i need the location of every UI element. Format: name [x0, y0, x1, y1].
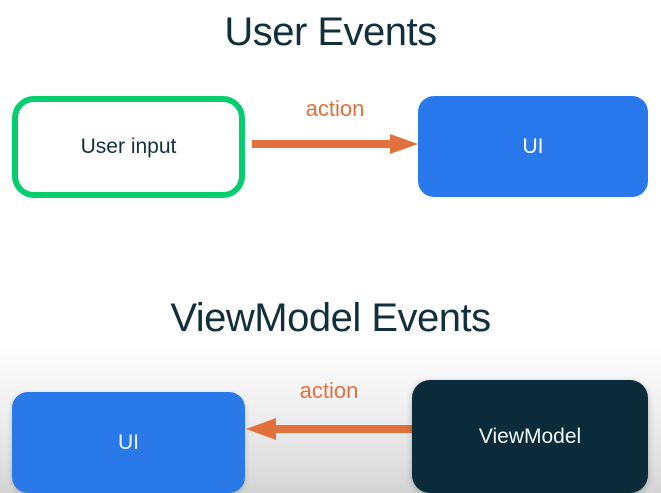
viewmodel-events-title: ViewModel Events [170, 296, 491, 340]
action-arrow-left-label: action [299, 378, 359, 403]
action-arrow-left: action [246, 378, 412, 442]
arrow-left-icon [246, 418, 412, 440]
action-arrow-right: action [252, 96, 418, 156]
node-ui-bottom-label: UI [118, 430, 139, 454]
node-viewmodel-label: ViewModel [478, 424, 582, 448]
action-arrow-right-label: action [305, 96, 365, 121]
node-ui-top: UI [418, 96, 648, 197]
node-ui-bottom: UI [12, 392, 245, 493]
node-ui-top-label: UI [522, 134, 544, 158]
node-viewmodel: ViewModel [412, 380, 648, 493]
arrow-right-icon [252, 134, 418, 154]
user-events-section: User Events User input action UI [12, 10, 648, 198]
node-user-input-label: User input [80, 135, 177, 158]
user-events-title: User Events [224, 10, 437, 54]
node-user-input: User input [12, 96, 245, 198]
